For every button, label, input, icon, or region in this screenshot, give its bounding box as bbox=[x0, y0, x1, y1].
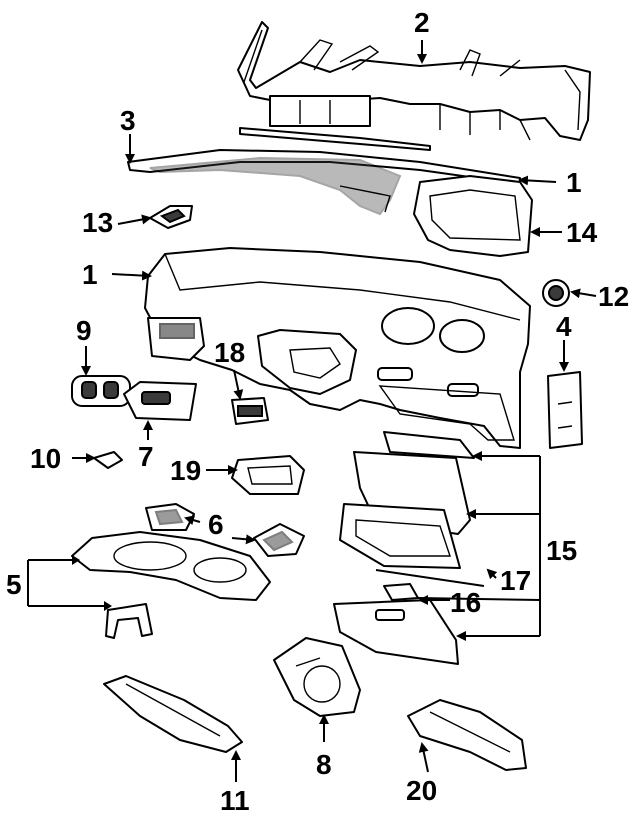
callout-1-top: 1 bbox=[566, 167, 582, 198]
part-17-rod bbox=[375, 569, 485, 587]
part-4-side-cover bbox=[547, 371, 583, 449]
callout-12: 12 bbox=[598, 281, 629, 312]
callout-16: 16 bbox=[450, 587, 481, 618]
callout-5: 5 bbox=[6, 569, 22, 600]
callout-labels: 2 3 1 13 14 1 12 9 4 18 7 10 19 6 15 5 1… bbox=[6, 7, 629, 816]
callout-15: 15 bbox=[546, 535, 577, 566]
part-8-column-cover bbox=[273, 637, 361, 717]
part-19-pocket bbox=[231, 455, 305, 495]
part-6-vents bbox=[145, 503, 305, 557]
part-15-glove-box bbox=[333, 431, 475, 665]
callout-1-panel: 1 bbox=[82, 259, 98, 290]
part-14-cluster-housing bbox=[413, 175, 533, 257]
part-7-vent-bezel bbox=[123, 381, 197, 421]
part-16-latch bbox=[383, 583, 419, 601]
part-5-cluster-bezel bbox=[71, 531, 271, 639]
callout-8: 8 bbox=[316, 749, 332, 780]
callout-2: 2 bbox=[414, 7, 430, 38]
part-20-lower-trim bbox=[407, 699, 527, 771]
part-10-clip bbox=[93, 451, 123, 469]
part-1-instrument-panel bbox=[144, 247, 531, 449]
callout-9: 9 bbox=[76, 315, 92, 346]
part-11-knee-bolster bbox=[103, 675, 243, 753]
callout-11: 11 bbox=[220, 785, 250, 816]
part-18-panel-piece bbox=[231, 397, 269, 425]
callout-13: 13 bbox=[82, 207, 113, 238]
callout-17: 17 bbox=[500, 565, 531, 596]
callout-7: 7 bbox=[138, 441, 154, 472]
callout-10: 10 bbox=[30, 443, 61, 474]
part-12-knob bbox=[542, 279, 570, 307]
callout-3: 3 bbox=[120, 105, 136, 136]
callout-14: 14 bbox=[566, 217, 598, 248]
callout-6: 6 bbox=[208, 509, 224, 540]
callout-4: 4 bbox=[556, 311, 572, 342]
part-2-support-beam bbox=[237, 21, 591, 151]
callout-19: 19 bbox=[170, 455, 201, 486]
leader-lines bbox=[27, 40, 597, 782]
callout-20: 20 bbox=[406, 775, 437, 806]
callout-18: 18 bbox=[214, 337, 245, 368]
part-9-switch-bezel bbox=[71, 375, 131, 407]
part-13-switch bbox=[149, 205, 193, 229]
